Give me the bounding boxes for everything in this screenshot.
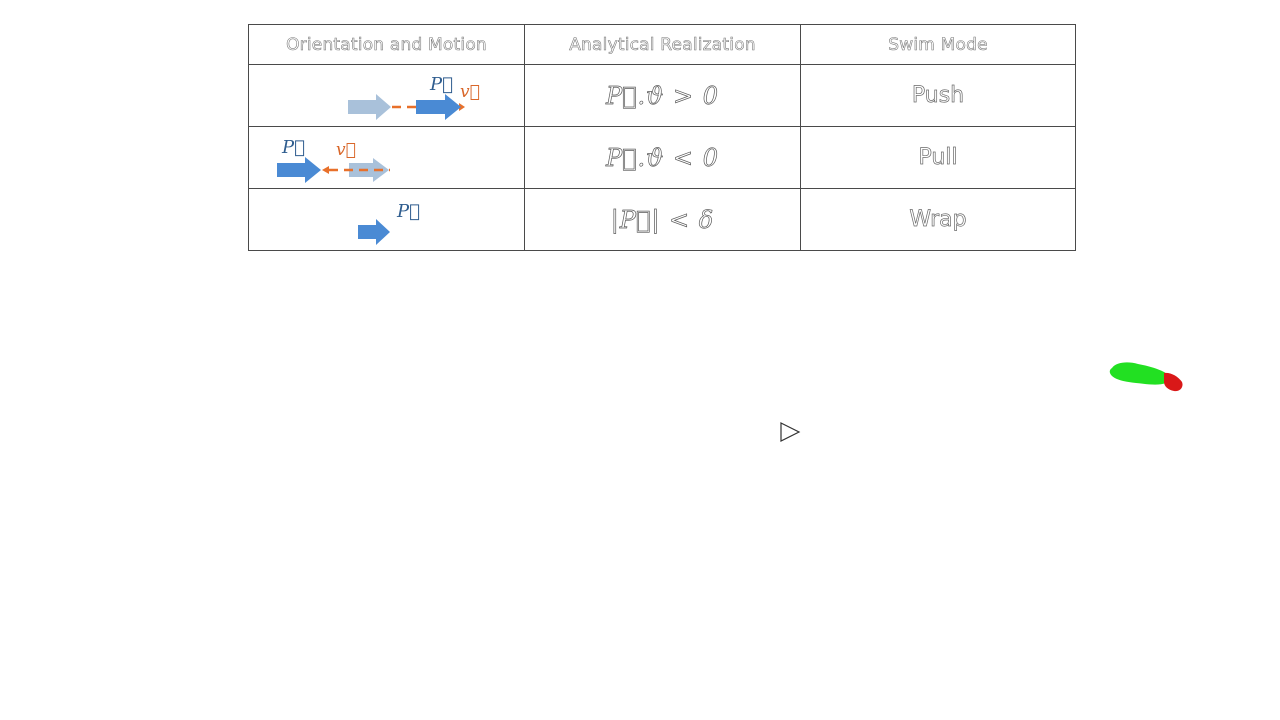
p-arrow-icon	[358, 219, 390, 245]
header-swim-mode: Swim Mode	[800, 24, 1076, 65]
push-formula: P⃗.ϑ > 0	[606, 81, 719, 110]
formula-cell-pull: P⃗.ϑ < 0	[524, 126, 801, 189]
wrap-motion-diagram: P⃗	[358, 201, 420, 245]
push-motion-diagram: P⃗ v⃗	[348, 74, 480, 120]
swim-modes-table: Orientation and Motion Analytical Realiz…	[248, 24, 1076, 251]
table-header-row: Orientation and Motion Analytical Realiz…	[248, 24, 1076, 65]
p-vector-label: P⃗	[429, 74, 453, 95]
p-vector-label: P⃗	[281, 137, 305, 158]
header-analytical-realization: Analytical Realization	[524, 24, 801, 65]
play-triangle-icon[interactable]	[778, 420, 802, 444]
p-arrow-icon	[277, 157, 321, 183]
velocity-arrowhead-icon	[322, 166, 329, 174]
table-row-pull: P⃗ v⃗ P⃗.ϑ < 0 Pull	[248, 126, 1076, 189]
swim-mode-pull: Pull	[918, 145, 958, 171]
header-orientation-motion: Orientation and Motion	[248, 24, 525, 65]
faded-p-arrow-icon	[348, 94, 391, 120]
mode-cell-pull: Pull	[800, 126, 1076, 189]
formula-cell-wrap: |P⃗| < δ	[524, 188, 801, 251]
pull-formula: P⃗.ϑ < 0	[606, 143, 719, 172]
velocity-arrowhead-icon	[459, 103, 465, 111]
swim-mode-wrap: Wrap	[909, 207, 967, 233]
swimmer-blob-icon	[1109, 362, 1183, 392]
orientation-cell-wrap: P⃗	[248, 188, 525, 251]
pull-motion-diagram: P⃗ v⃗	[277, 137, 390, 183]
table-row-wrap: P⃗ |P⃗| < δ Wrap	[248, 188, 1076, 251]
p-vector-label: P⃗	[396, 201, 420, 222]
table-row-push: P⃗ v⃗ P⃗.ϑ > 0 Push	[248, 64, 1076, 127]
formula-cell-push: P⃗.ϑ > 0	[524, 64, 801, 127]
mode-cell-push: Push	[800, 64, 1076, 127]
orientation-cell-push: P⃗ v⃗	[248, 64, 525, 127]
wrap-formula: |P⃗| < δ	[610, 205, 715, 234]
v-vector-label: v⃗	[460, 82, 480, 102]
orientation-cell-pull: P⃗ v⃗	[248, 126, 525, 189]
faded-p-arrow-icon	[349, 158, 389, 182]
p-arrow-icon	[416, 94, 461, 120]
v-vector-label: v⃗	[336, 140, 356, 160]
swim-mode-push: Push	[911, 83, 965, 109]
mode-cell-wrap: Wrap	[800, 188, 1076, 251]
